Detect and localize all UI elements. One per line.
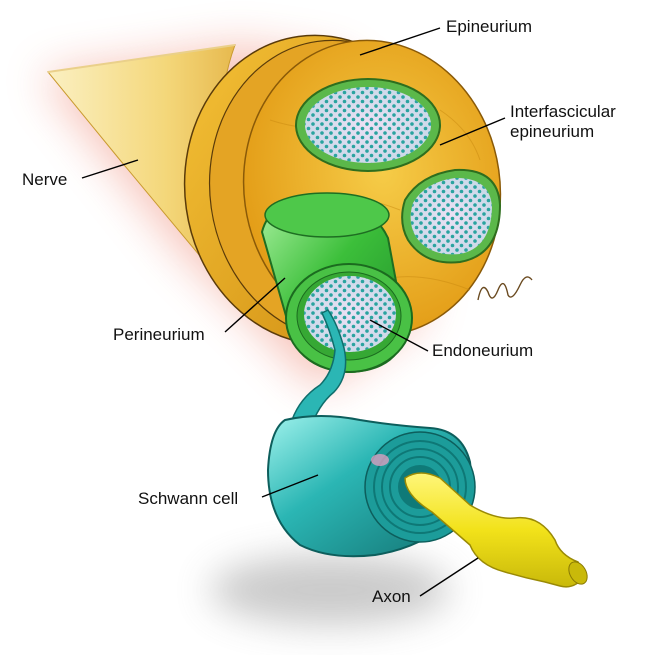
leader-lines [81,27,506,597]
label-schwann-cell: Schwann cell [138,489,239,508]
label-epineurium: Epineurium [446,17,532,36]
schwann-shadow [210,555,450,625]
label-axon: Axon [372,587,411,606]
leader-endoneurium [369,319,429,352]
label-perineurium: Perineurium [113,325,205,344]
axon-process [404,472,588,588]
leader-epineurium [359,27,441,56]
fascicle-right [401,168,502,264]
endoneurium-face [304,276,396,352]
artist-signature [477,276,533,301]
label-nerve: Nerve [22,170,68,189]
leader-nerve [81,159,139,179]
fascicle-top [295,78,441,172]
leader-perineurium [224,277,286,333]
label-interfascicular-epineurium: Interfascicular epineurium [510,102,616,142]
label-interfascicular-line1: Interfascicular [510,102,616,121]
perineurium-tube [260,192,413,374]
label-interfascicular-line2: epineurium [510,122,595,141]
leader-schwann [261,474,319,498]
leader-axon [419,557,479,597]
label-endoneurium: Endoneurium [432,341,534,360]
leader-interfascicular [439,117,506,146]
